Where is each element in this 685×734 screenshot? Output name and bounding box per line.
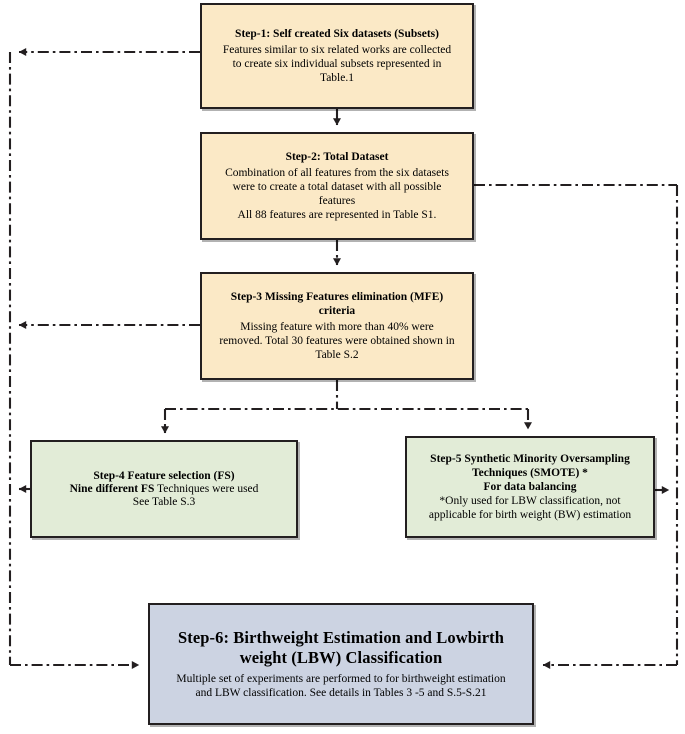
step-1-line-2: to create six individual subsets represe… (232, 58, 442, 70)
node-step-1[interactable]: Step-1: Self created Six datasets (Subse… (200, 3, 474, 109)
step-5-title: Step-5 Synthetic Minority Oversampling T… (430, 452, 630, 494)
step-1-title: Step-1: Self created Six datasets (Subse… (235, 27, 439, 40)
step-3-line-2: removed. Total 30 features were obtained… (219, 335, 455, 347)
step-5-line-1: *Only used for LBW classification, not (439, 495, 621, 507)
node-step-4[interactable]: Step-4 Feature selection (FS) Nine diffe… (30, 440, 298, 538)
step-2-title: Step-2: Total Dataset (285, 150, 389, 163)
step-4-line-1-emphasis: Nine different FS (69, 483, 155, 495)
step-3-title-line-1: Step-3 Missing Features elimination (MFE… (230, 290, 444, 303)
step-3-title-line-2: criteria (318, 304, 356, 317)
node-step-5[interactable]: Step-5 Synthetic Minority Oversampling T… (405, 436, 655, 538)
step-2-body: Combination of all features from the six… (225, 166, 449, 222)
step-3-line-3: Table S.2 (315, 349, 359, 362)
step-1-body: Features similar to six related works ar… (223, 43, 451, 85)
step-6-line-2: and LBW classification. See details in T… (195, 686, 487, 699)
step-6-title: Step-6: Birthweight Estimation and Lowbi… (178, 628, 504, 668)
step-6-title-line-2: weight (LBW) Classification (239, 648, 443, 668)
step-5-title-line-3: For data balancing (483, 480, 577, 493)
step-1-line-3: Table.1 (319, 72, 354, 85)
node-step-3[interactable]: Step-3 Missing Features elimination (MFE… (200, 272, 474, 380)
step-2-line-4: All 88 features are represented in Table… (237, 209, 437, 222)
step-2-line-2: were to create a total dataset with all … (232, 180, 442, 193)
step-6-body: Multiple set of experiments are performe… (176, 672, 505, 700)
step-4-line-2: See Table S.3 (132, 496, 196, 508)
step-5-title-line-2: Techniques (SMOTE) * (472, 466, 588, 479)
node-step-6[interactable]: Step-6: Birthweight Estimation and Lowbi… (148, 603, 534, 725)
step-4-line-1: Nine different FS Techniques were used (70, 483, 259, 495)
step-5-body: *Only used for LBW classification, not a… (429, 494, 631, 522)
step-6-line-1: Multiple set of experiments are performe… (176, 672, 506, 685)
step-3-line-1: Missing feature with more than 40% were (240, 320, 434, 333)
step-2-line-1: Combination of all features from the six… (225, 166, 449, 179)
step-3-body: Missing feature with more than 40% were … (219, 320, 454, 362)
step-4-line-1-rest: Techniques were used (154, 483, 259, 495)
step-3-title: Step-3 Missing Features elimination (MFE… (231, 290, 444, 318)
node-step-2[interactable]: Step-2: Total Dataset Combination of all… (200, 132, 474, 240)
step-6-title-line-1: Step-6: Birthweight Estimation and Lowbi… (177, 628, 505, 648)
step-5-title-line-1: Step-5 Synthetic Minority Oversampling (430, 452, 630, 465)
step-5-line-2: applicable for birth weight (BW) estimat… (428, 509, 632, 522)
step-1-line-1: Features similar to six related works ar… (222, 43, 452, 56)
step-2-line-3: features (318, 195, 356, 207)
step-4-title: Step-4 Feature selection (FS) (93, 469, 235, 482)
